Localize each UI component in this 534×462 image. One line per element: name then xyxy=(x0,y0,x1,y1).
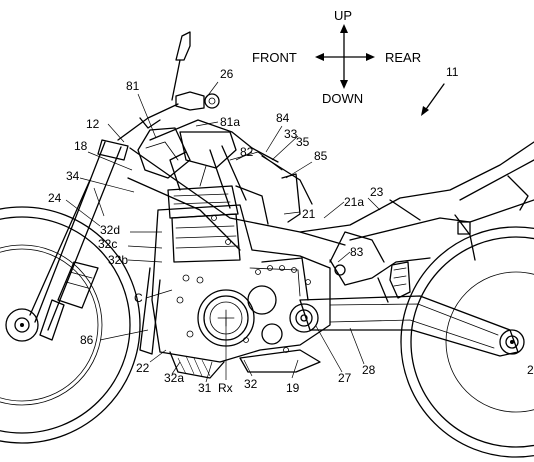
leader-lines xyxy=(65,81,381,383)
arrow-down-icon xyxy=(340,80,348,89)
label-21a: 21a xyxy=(344,195,364,209)
label-2-edge: 2 xyxy=(527,363,534,377)
label-33: 33 xyxy=(284,127,298,141)
label-18: 18 xyxy=(74,139,88,153)
reference-labels: 11 12 18 19 21 21a 22 23 24 26 27 28 31 … xyxy=(48,65,534,395)
label-32c: 32c xyxy=(98,237,117,251)
label-84: 84 xyxy=(276,111,290,125)
label-32d: 32d xyxy=(100,223,120,237)
label-81: 81 xyxy=(126,79,140,93)
label-26: 26 xyxy=(220,67,234,81)
direction-up-label: UP xyxy=(334,8,352,23)
label-22: 22 xyxy=(136,361,150,375)
exhaust xyxy=(377,261,411,303)
label-19: 19 xyxy=(286,381,300,395)
swingarm xyxy=(289,295,519,357)
skid-plate-hatch xyxy=(177,349,321,377)
label-28: 28 xyxy=(362,363,376,377)
label-24: 24 xyxy=(48,191,62,205)
arrow-up-icon xyxy=(340,24,348,33)
reference-arrow-11 xyxy=(421,83,445,116)
front-fork xyxy=(29,139,129,341)
direction-front-label: FRONT xyxy=(252,50,297,65)
label-34: 34 xyxy=(66,169,80,183)
direction-compass: UP DOWN FRONT REAR xyxy=(252,8,421,106)
label-85: 85 xyxy=(314,149,328,163)
engine xyxy=(139,151,331,379)
label-32: 32 xyxy=(244,377,258,391)
label-86: 86 xyxy=(80,333,94,347)
label-Rx: Rx xyxy=(218,381,233,395)
label-21: 21 xyxy=(302,207,316,221)
label-81a: 81a xyxy=(220,115,240,129)
label-27: 27 xyxy=(338,371,352,385)
rear-wheel xyxy=(400,226,534,458)
label-35: 35 xyxy=(296,135,310,149)
label-83: 83 xyxy=(350,245,364,259)
arrow-left-icon xyxy=(315,53,324,61)
label-12: 12 xyxy=(86,117,100,131)
label-32b: 32b xyxy=(108,253,128,267)
arrow-right-icon xyxy=(366,53,375,61)
label-C: C xyxy=(134,291,143,305)
direction-down-label: DOWN xyxy=(322,91,363,106)
front-wheel xyxy=(0,206,141,444)
label-23: 23 xyxy=(370,185,384,199)
label-32a: 32a xyxy=(164,371,184,385)
label-82: 82 xyxy=(240,145,254,159)
seat-and-tail xyxy=(299,141,534,286)
direction-rear-label: REAR xyxy=(385,50,421,65)
label-31: 31 xyxy=(198,381,212,395)
label-11: 11 xyxy=(446,65,459,79)
mirror-icon xyxy=(175,31,191,61)
frame xyxy=(127,119,346,251)
